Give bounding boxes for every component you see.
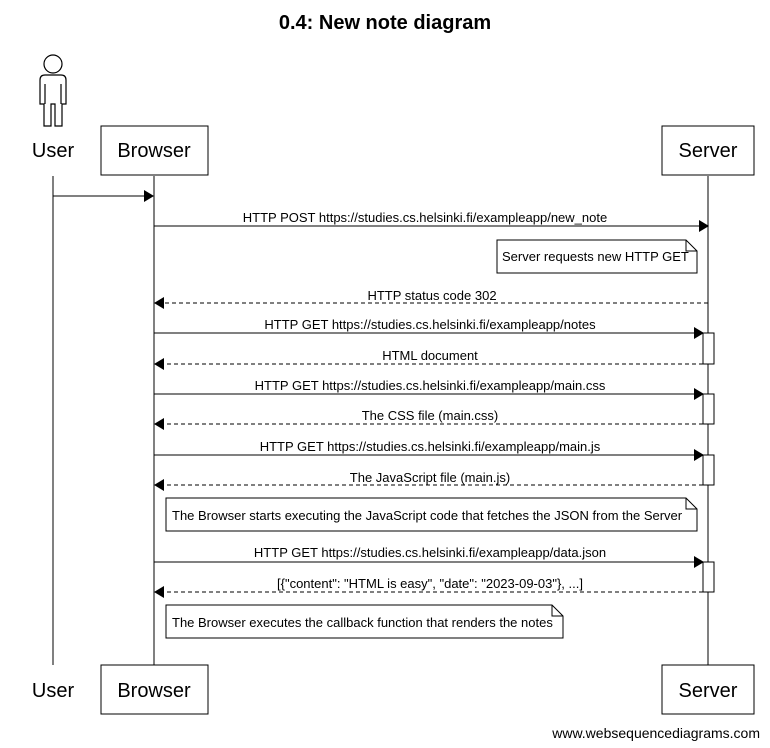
server-activation-bar: [702, 454, 715, 486]
note-box: [165, 497, 698, 532]
participant-browser-top-box: [100, 125, 209, 176]
participant-browser-bottom: Browser: [117, 680, 191, 702]
participant-user-top: User: [32, 140, 75, 162]
note-box: [165, 604, 564, 639]
message-label: HTTP GET https://studies.cs.helsinki.fi/…: [260, 439, 601, 454]
note-text: The Browser starts executing the JavaScr…: [172, 508, 683, 523]
participant-browser-bottom-box: [100, 664, 209, 715]
message-label: HTTP GET https://studies.cs.helsinki.fi/…: [254, 545, 606, 560]
message-label: The JavaScript file (main.js): [350, 470, 510, 485]
message-label: The CSS file (main.css): [362, 408, 499, 423]
message-label: HTTP POST https://studies.cs.helsinki.fi…: [243, 210, 607, 225]
user-actor-icon: [39, 54, 67, 127]
diagram-title: 0.4: New note diagram: [279, 12, 491, 34]
participant-server-top-box: [661, 125, 755, 176]
participant-server-top: Server: [679, 140, 738, 162]
note-text: The Browser executes the callback functi…: [172, 615, 553, 630]
server-activation-bar: [702, 393, 715, 425]
message-label: HTML document: [382, 348, 478, 363]
message-label: [{"content": "HTML is easy", "date": "20…: [277, 576, 583, 591]
participant-browser-top: Browser: [117, 140, 191, 162]
participant-server-bottom: Server: [679, 680, 738, 702]
server-activation-bar: [702, 332, 715, 365]
message-label: HTTP status code 302: [367, 288, 496, 303]
note-box: [496, 239, 698, 274]
server-activation-bar: [702, 561, 715, 593]
footer-credit: www.websequencediagrams.com: [551, 725, 760, 741]
note-text: Server requests new HTTP GET: [502, 249, 689, 264]
message-label: HTTP GET https://studies.cs.helsinki.fi/…: [255, 378, 606, 393]
message-label: HTTP GET https://studies.cs.helsinki.fi/…: [264, 317, 596, 332]
participant-server-bottom-box: [661, 664, 755, 715]
participant-user-bottom: User: [32, 680, 75, 702]
